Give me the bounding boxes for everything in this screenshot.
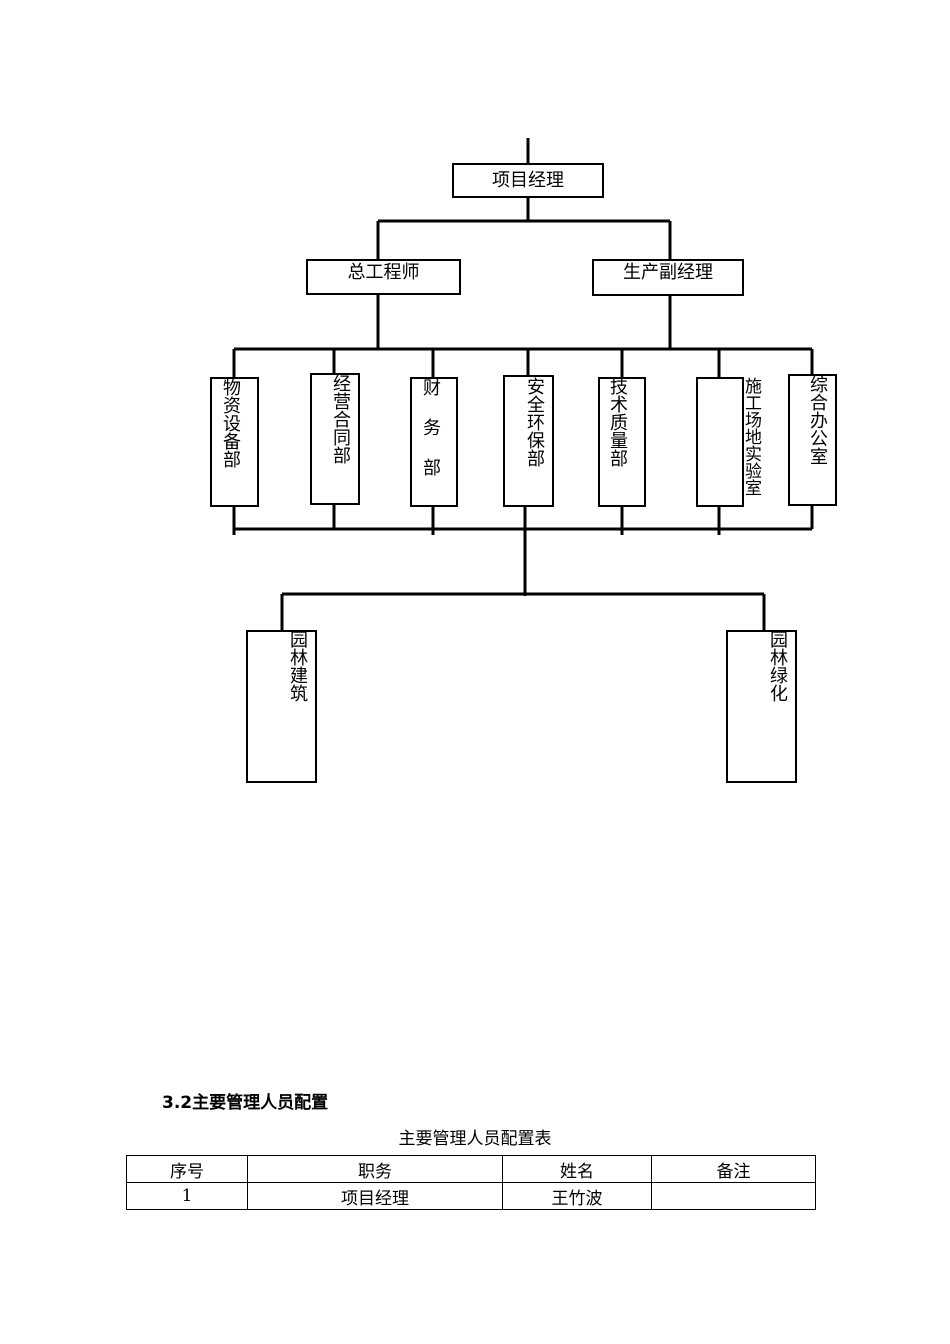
- dept-safety-environment-label: 安全环保部: [524, 377, 545, 467]
- dept-contracts-box: [310, 373, 360, 505]
- dept-general-office-label: 综合办公室: [807, 375, 828, 465]
- org-chart-connectors: [232, 138, 814, 630]
- dept-technical-quality-box: [598, 377, 646, 507]
- header-cell-name: 姓名: [502, 1155, 652, 1183]
- dept-finance-label: 财务部: [420, 378, 441, 498]
- cell-remarks: [651, 1182, 816, 1210]
- dept-safety-environment-box: [503, 375, 554, 507]
- team-landscape-greening-label: 园林绿化: [767, 630, 788, 702]
- cell-name: 王竹波: [502, 1182, 652, 1210]
- table-row: 1 项目经理 王竹波: [126, 1182, 816, 1210]
- dept-finance-box: [410, 377, 458, 507]
- header-cell-remarks: 备注: [651, 1155, 816, 1183]
- project-manager-box: 项目经理: [452, 163, 604, 198]
- team-landscape-architecture-box: [246, 630, 317, 783]
- header-cell-position: 职务: [247, 1155, 503, 1183]
- table-caption: 主要管理人员配置表: [398, 1129, 552, 1149]
- dept-materials-equipment-box: [210, 377, 259, 507]
- table-header-row: 序号 职务 姓名 备注: [126, 1155, 816, 1183]
- chief-engineer-box: 总工程师: [306, 259, 461, 295]
- cell-number: 1: [126, 1182, 248, 1210]
- cell-position: 项目经理: [247, 1182, 503, 1210]
- dept-general-office-box: [788, 374, 837, 506]
- deputy-production-manager-box: 生产副经理: [592, 259, 744, 296]
- header-cell-number: 序号: [126, 1155, 248, 1183]
- dept-materials-equipment-label: 物资设备部: [220, 378, 241, 468]
- dept-site-lab-box: [696, 377, 744, 507]
- team-landscape-greening-box: [726, 630, 797, 783]
- team-landscape-architecture-label: 园林建筑: [287, 630, 308, 702]
- dept-site-lab-label: 施工场地实验室: [741, 377, 761, 496]
- dept-contracts-label: 经营合同部: [330, 374, 351, 464]
- dept-technical-quality-label: 技术质量部: [607, 377, 628, 467]
- staff-table: 序号 职务 姓名 备注 1 项目经理 王竹波: [126, 1155, 816, 1210]
- section-heading: 3.2主要管理人员配置: [162, 1093, 329, 1113]
